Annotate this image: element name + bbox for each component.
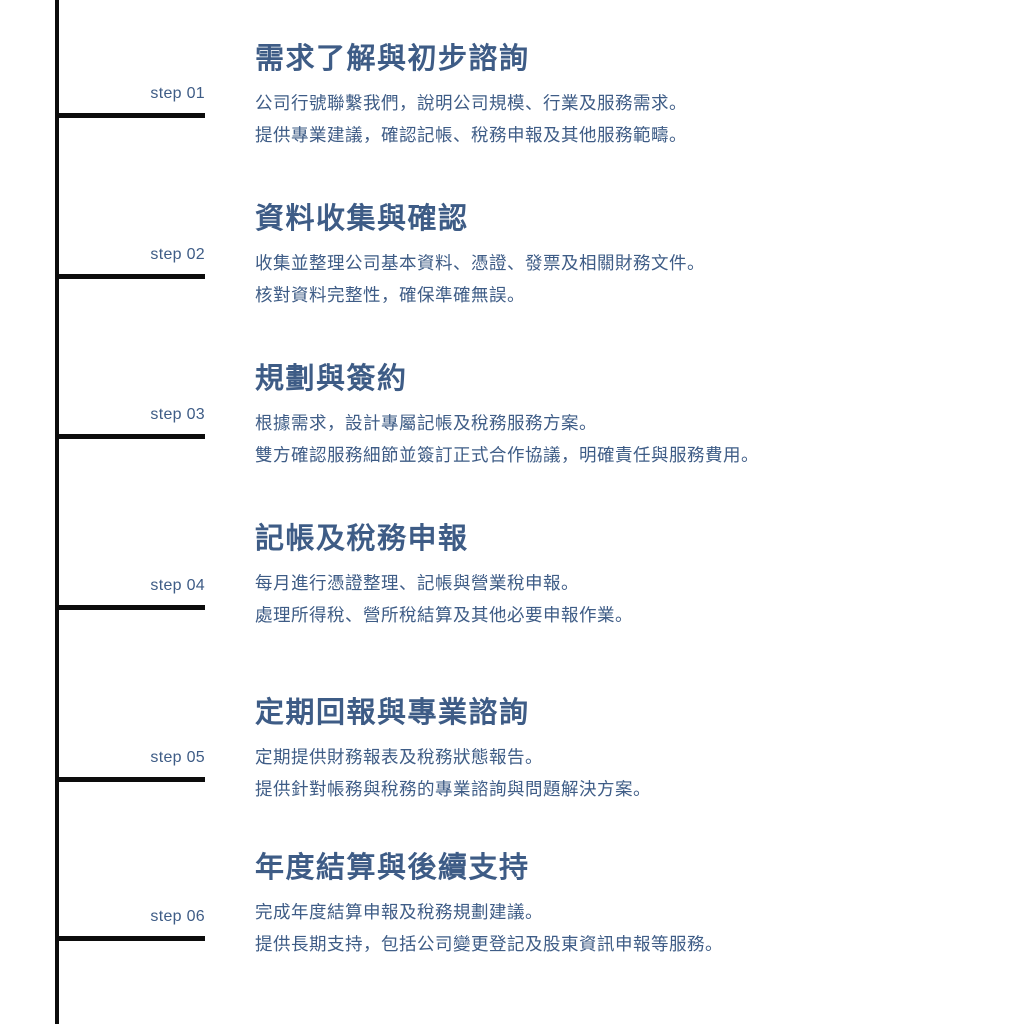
step-desc-line: 收集並整理公司基本資料、憑證、發票及相關財務文件。 [255, 253, 705, 273]
step-content-5: 定期回報與專業諮詢 定期提供財務報表及稅務狀態報告。 提供針對帳務與稅務的專業諮… [255, 698, 975, 805]
step-tick-line [55, 434, 205, 439]
step-label: step 04 [150, 577, 205, 594]
step-tick-line [55, 777, 205, 782]
step-content-6: 年度結算與後續支持 完成年度結算申報及稅務規劃建議。 提供長期支持，包括公司變更… [255, 853, 975, 960]
step-marker-3: step 03 [55, 406, 205, 439]
step-tick-line [55, 605, 205, 610]
step-desc-line: 提供針對帳務與稅務的專業諮詢與問題解決方案。 [255, 779, 651, 799]
step-label: step 05 [150, 749, 205, 766]
step-title: 資料收集與確認 [255, 203, 469, 235]
step-desc-line: 提供專業建議，確認記帳、稅務申報及其他服務範疇。 [255, 125, 687, 145]
step-content-2: 資料收集與確認 收集並整理公司基本資料、憑證、發票及相關財務文件。 核對資料完整… [255, 204, 975, 311]
step-desc-line: 定期提供財務報表及稅務狀態報告。 [255, 747, 543, 767]
step-label: step 06 [150, 908, 205, 925]
step-desc-line: 根據需求，設計專屬記帳及稅務服務方案。 [255, 413, 597, 433]
step-marker-4: step 04 [55, 577, 205, 610]
step-desc-line: 每月進行憑證整理、記帳與營業稅申報。 [255, 573, 579, 593]
step-marker-6: step 06 [55, 908, 205, 941]
step-tick-line [55, 274, 205, 279]
step-title: 記帳及稅務申報 [255, 523, 469, 555]
timeline-axis-line [55, 0, 59, 1024]
step-desc-line: 處理所得稅、營所稅結算及其他必要申報作業。 [255, 605, 633, 625]
step-content-3: 規劃與簽約 根據需求，設計專屬記帳及稅務服務方案。 雙方確認服務細節並簽訂正式合… [255, 364, 975, 471]
step-tick-line [55, 936, 205, 941]
step-content-1: 需求了解與初步諮詢 公司行號聯繫我們，說明公司規模、行業及服務需求。 提供專業建… [255, 44, 975, 151]
step-desc-line: 雙方確認服務細節並簽訂正式合作協議，明確責任與服務費用。 [255, 445, 759, 465]
step-title: 需求了解與初步諮詢 [255, 43, 530, 75]
step-desc-line: 提供長期支持，包括公司變更登記及股東資訊申報等服務。 [255, 934, 723, 954]
step-desc-line: 公司行號聯繫我們，說明公司規模、行業及服務需求。 [255, 93, 687, 113]
step-tick-line [55, 113, 205, 118]
step-label: step 03 [150, 406, 205, 423]
step-marker-1: step 01 [55, 85, 205, 118]
step-marker-2: step 02 [55, 246, 205, 279]
step-marker-5: step 05 [55, 749, 205, 782]
step-title: 規劃與簽約 [255, 363, 408, 395]
step-title: 定期回報與專業諮詢 [255, 697, 530, 729]
step-label: step 02 [150, 246, 205, 263]
step-desc-line: 完成年度結算申報及稅務規劃建議。 [255, 902, 543, 922]
step-title: 年度結算與後續支持 [255, 852, 530, 884]
step-label: step 01 [150, 85, 205, 102]
step-content-4: 記帳及稅務申報 每月進行憑證整理、記帳與營業稅申報。 處理所得稅、營所稅結算及其… [255, 524, 975, 631]
step-desc-line: 核對資料完整性，確保準確無誤。 [255, 285, 525, 305]
